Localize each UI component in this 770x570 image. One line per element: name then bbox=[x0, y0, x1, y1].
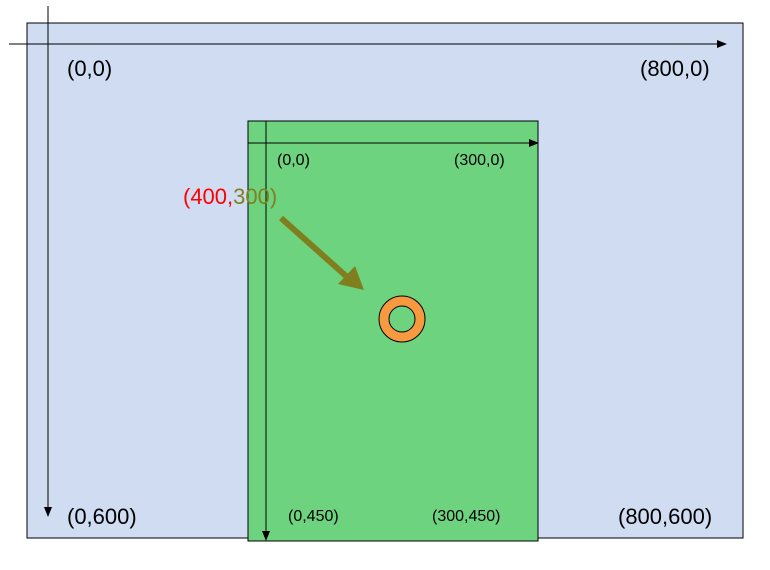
target-ring-outline-outer bbox=[378, 295, 426, 343]
inner-corner-top-right-label: (300,0) bbox=[454, 152, 505, 169]
point-x-text: (400, bbox=[183, 184, 234, 209]
inner-corner-bottom-left-label: (0,450) bbox=[288, 508, 339, 525]
pointer-arrow bbox=[279, 215, 348, 279]
point-y-text: 300) bbox=[233, 184, 278, 209]
point-coordinate-label: (400,300) bbox=[183, 186, 277, 208]
outer-corner-bottom-right-label: (800,600) bbox=[618, 504, 713, 529]
outer-corner-bottom-left-label: (0,600) bbox=[67, 504, 137, 529]
pointer-arrowhead bbox=[338, 266, 364, 290]
target-ring-outline-inner bbox=[388, 305, 416, 333]
target-ring bbox=[379, 296, 425, 342]
inner-corner-bottom-right-label: (300,450) bbox=[432, 508, 501, 525]
outer-corner-top-right-label: (800,0) bbox=[640, 56, 710, 81]
outer-corner-top-left-label: (0,0) bbox=[67, 56, 113, 81]
inner-corner-top-left-label: (0,0) bbox=[277, 152, 310, 169]
